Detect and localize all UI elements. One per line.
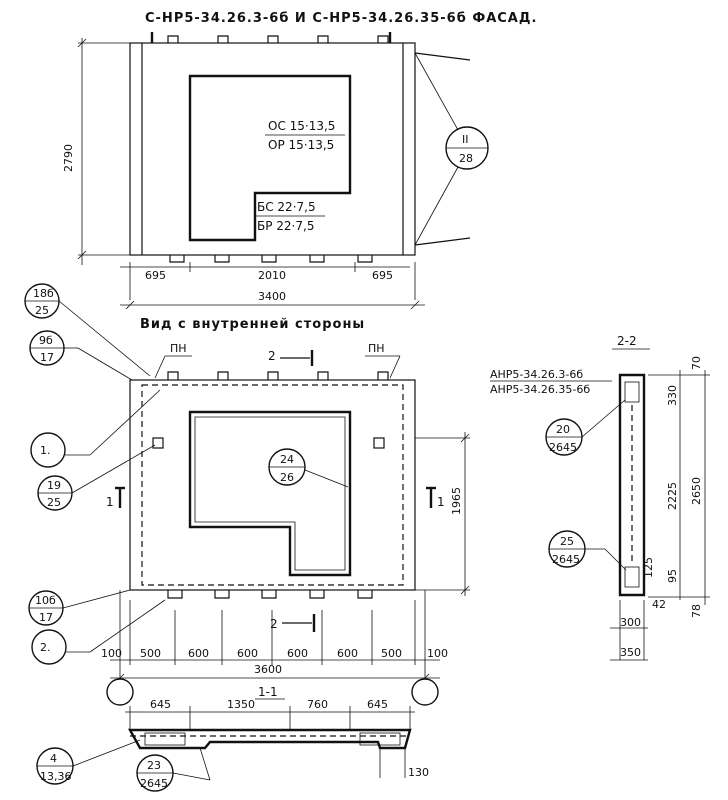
embedded-plate-left [152,437,164,449]
section-1-1-dim-130: 130 [408,766,429,779]
cut-2-bottom: 2 [270,617,278,631]
svg-text:26: 26 [280,471,294,484]
svg-text:330: 330 [666,385,679,406]
svg-text:500: 500 [140,647,161,660]
svg-text:125: 125 [642,557,655,578]
section-2-2-title: 2-2 [617,334,637,348]
svg-text:645: 645 [367,698,388,711]
facade-dim-1: 695 [145,269,166,282]
svg-text:300: 300 [620,616,641,629]
cut-2-top: 2 [268,349,276,363]
svg-text:2225: 2225 [666,482,679,510]
callout-2: 2. [31,599,166,665]
callout-25: 25 2645 [548,530,627,571]
inner-bottom-dims: 100 500 600 600 600 600 500 100 3600 [101,590,448,706]
inner-view-title: Вид с внутренней стороны [140,317,365,332]
facade-callout-bottom: 28 [459,152,473,165]
callout-23: 23 2645 [136,747,211,792]
svg-text:19: 19 [47,479,61,492]
svg-text:10б: 10б [35,594,56,607]
callout-4: 4 13,36 [36,739,141,785]
facade-bottom-teeth [169,255,373,263]
svg-text:70: 70 [690,356,703,370]
inner-opening [188,410,352,577]
svg-text:42: 42 [652,598,666,611]
facade-dim-2: 2010 [258,269,286,282]
facade-callout-top: II [462,133,469,146]
svg-text:9б: 9б [39,334,53,347]
svg-text:25: 25 [47,496,61,509]
cut-1-right: 1 [437,495,445,509]
svg-text:24: 24 [280,453,294,466]
inner-height-value: 1965 [450,487,463,515]
facade-height-dim: 2790 [62,38,130,265]
section-2-2-label-1: АНР5-34.26.3-6б [490,368,583,381]
svg-text:18б: 18б [33,287,54,300]
svg-text:17: 17 [40,351,54,364]
facade-top-loops [150,32,392,43]
callout-18b: 18б 25 [24,283,151,377]
facade-opening-label-1: ОС 15·13,5 [268,119,335,133]
cut-1-left: 1 [106,495,114,509]
svg-text:1350: 1350 [227,698,255,711]
section-1-1-dims: 645 1350 760 645 [125,698,415,730]
svg-text:645: 645 [150,698,171,711]
inner-dim-total: 3600 [254,663,282,676]
section-1-1-title: 1-1 [258,685,278,699]
section-2-2-label-2: АНР5-34.26.35-6б [490,383,590,396]
facade-dim-total: 3400 [258,290,286,303]
svg-text:350: 350 [620,646,641,659]
callout-20: 20 2645 [545,399,626,456]
callout-24: 24 26 [268,448,349,488]
svg-text:500: 500 [381,647,402,660]
svg-text:25: 25 [560,535,574,548]
svg-text:760: 760 [307,698,328,711]
callout-9b: 9б 17 [29,330,133,381]
svg-text:600: 600 [237,647,258,660]
svg-text:2645: 2645 [549,441,577,454]
svg-text:95: 95 [666,569,679,583]
callout-1: 1. [30,389,161,468]
embedded-plate-right [373,437,385,449]
callout-10b: 10б 17 [28,589,131,626]
pn-left: ПН [170,342,187,355]
facade-opening-label-4: БР 22·7,5 [257,219,314,233]
svg-text:100: 100 [427,647,448,660]
svg-text:2650: 2650 [690,477,703,505]
svg-text:2645: 2645 [552,553,580,566]
facade-title: С-НР5-34.26.3-6б И С-НР5-34.26.35-6б ФАС… [145,11,537,26]
facade-opening-label-3: БС 22·7,5 [257,200,316,214]
svg-text:600: 600 [337,647,358,660]
facade-height-value: 2790 [62,144,75,172]
svg-text:600: 600 [287,647,308,660]
svg-text:100: 100 [101,647,122,660]
section-2-2-profile [618,373,646,660]
pn-right: ПН [368,342,385,355]
svg-text:23: 23 [147,759,161,772]
facade-panel [129,32,471,263]
svg-text:78: 78 [690,604,703,618]
svg-text:4: 4 [50,752,57,765]
inner-panel [129,371,416,599]
svg-text:2.: 2. [40,641,51,654]
facade-dim-3: 695 [372,269,393,282]
svg-text:25: 25 [35,304,49,317]
facade-opening-label-2: ОР 15·13,5 [268,138,334,152]
facade-callout: II 28 [414,52,489,246]
svg-text:13,36: 13,36 [40,770,72,783]
section-1-1-profile: 130 [127,728,429,779]
callout-19: 19 25 [37,444,156,511]
facade-opening [188,74,352,242]
svg-text:20: 20 [556,423,570,436]
svg-text:600: 600 [188,647,209,660]
section-2-2-dims: 70 330 2225 2650 125 95 42 78 300 350 [610,356,710,661]
facade-bottom-dims: 695 2010 695 3400 [120,262,425,310]
svg-text:2645: 2645 [140,777,168,790]
inner-height-dim: 1965 [415,432,470,596]
svg-text:1.: 1. [40,444,51,457]
svg-text:17: 17 [39,611,53,624]
